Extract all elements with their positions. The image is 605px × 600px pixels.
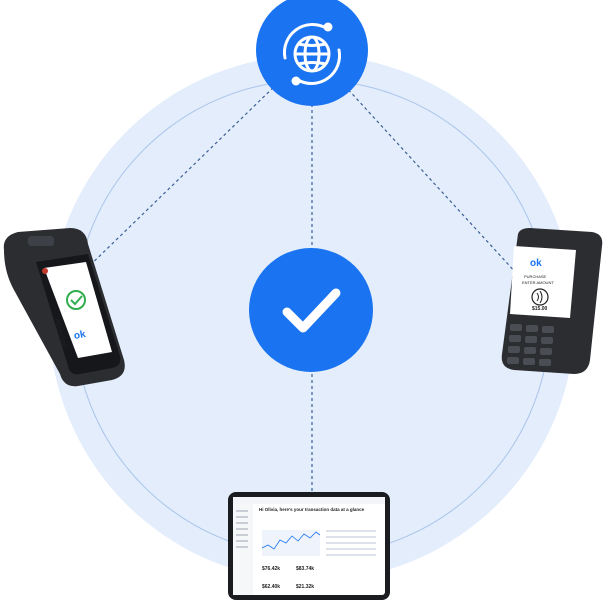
globe-badge (256, 0, 368, 106)
accepted-check-icon (66, 290, 86, 310)
tablet-stat-3: $62.40k (262, 584, 281, 590)
dashboard-tablet (228, 492, 390, 600)
left-pos-terminal (3, 228, 125, 387)
sales-chart-area (262, 530, 320, 556)
right-terminal-prompt-2: ENTER AMOUNT (522, 280, 554, 285)
check-badge (249, 248, 373, 372)
globe-sync-icon (282, 22, 342, 86)
tablet-stat-4: $21.32k (296, 584, 315, 590)
left-terminal-logo: ok (73, 329, 87, 342)
sidebar-lines (236, 510, 248, 548)
right-terminal-logo: ok (530, 258, 542, 269)
keypad (507, 324, 554, 366)
tablet-stat-1: $76.42k (262, 566, 281, 572)
right-pos-terminal (501, 228, 603, 374)
stats-table (326, 530, 376, 556)
right-terminal-amount: $15.00 (532, 306, 548, 312)
tablet-greeting: Hi Olivia, here's your transaction data … (259, 507, 365, 512)
sales-chart-line (261, 531, 321, 550)
contactless-icon (531, 288, 549, 306)
tablet-stat-2: $83.74k (296, 566, 315, 572)
checkmark-icon (282, 288, 341, 333)
right-terminal-prompt-1: PURCHASE (524, 274, 547, 279)
